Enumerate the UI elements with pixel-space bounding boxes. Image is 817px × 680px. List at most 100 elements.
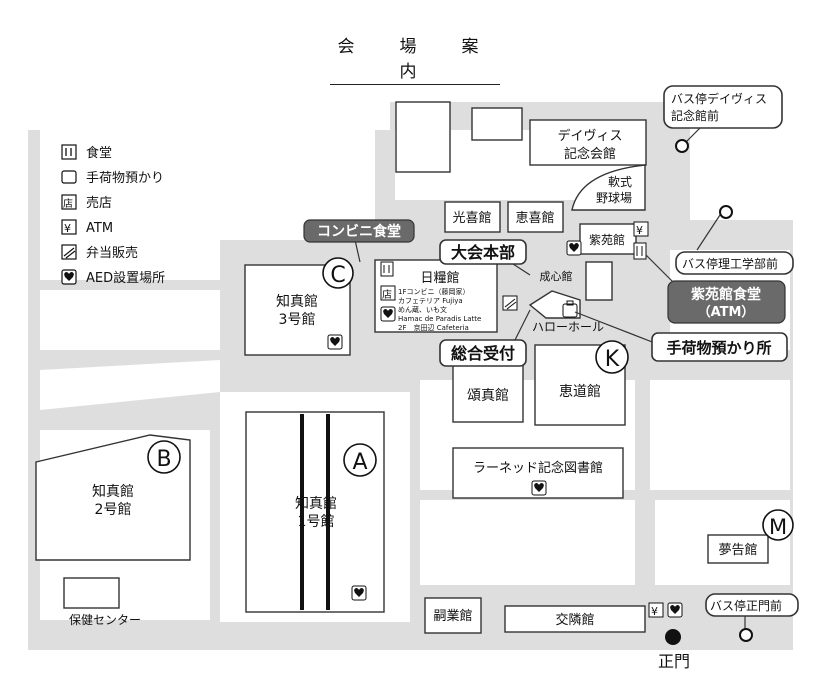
building-block-a — [395, 101, 451, 173]
callout-conveni-label: コンビニ食堂 — [317, 223, 401, 240]
label-keiki: 恵喜館 — [515, 211, 554, 226]
callout-tenimotsu-box — [651, 332, 788, 362]
label-daivis-2: 記念会館 — [564, 146, 616, 162]
store-icon — [61, 194, 77, 210]
zone-a-circle — [343, 443, 377, 477]
svg-text:¥: ¥ — [651, 605, 658, 618]
label-shigyou: 嗣業館 — [433, 608, 472, 624]
main-gate-marker[interactable] — [665, 629, 681, 645]
restaurant-icon — [380, 261, 394, 277]
legend-label-store: 売店 — [86, 195, 112, 211]
label-chishin1-2: 1号館 — [298, 513, 335, 530]
svg-text:店: 店 — [382, 288, 392, 301]
building-shoshin[interactable] — [452, 364, 524, 423]
label-chishin2-1: 知真館 — [92, 483, 134, 500]
callouts: コンビニ食堂 大会本部 総合受付 紫苑館食堂 （ATM） 手荷物預かり所 — [303, 219, 788, 367]
callout-tenimotsu-label: 手荷物預かり所 — [666, 339, 771, 357]
legend: 食堂 手荷物預かり 店 売店 ¥ ATM 弁当販売 AED設置場所 — [61, 144, 165, 286]
building-chishin1[interactable] — [245, 411, 385, 613]
bus-stop-daivis-box — [663, 85, 783, 129]
luggage-icon — [61, 170, 77, 184]
bus-stop-daivis-marker[interactable] — [675, 139, 689, 153]
yen-icon — [61, 219, 77, 235]
label-chishin2-2: 2号館 — [95, 501, 132, 518]
building-shien[interactable] — [579, 223, 637, 255]
label-nikkou: 日糧館 — [420, 271, 459, 286]
bus-stop-riko-box — [675, 251, 794, 275]
bento-icon — [502, 295, 518, 311]
restaurant-icon — [633, 242, 647, 260]
zone-a-label: A — [352, 450, 367, 475]
label-hoken: 保健センター — [69, 613, 141, 627]
aed-icon — [566, 240, 582, 256]
callout-honbu-label: 大会本部 — [451, 243, 515, 262]
nikkou-info-3: めん蔵、いも文 — [398, 305, 447, 314]
bus-stop-daivis-label-2: 記念館前 — [671, 108, 719, 123]
callout-conveni-box — [303, 219, 415, 243]
callout-uketsuke-label: 総合受付 — [451, 344, 515, 363]
zone-b-circle — [147, 440, 181, 474]
label-chishin1-1: 知真館 — [295, 495, 337, 512]
aed-icon — [351, 585, 367, 601]
building-softball[interactable] — [571, 164, 646, 211]
callout-shien-shokudo-label-2: （ATM） — [698, 304, 755, 320]
zone-k-label: K — [605, 347, 620, 372]
legend-label-luggage: 手荷物預かり — [86, 171, 164, 186]
main-gate-label: 正門 — [658, 652, 690, 671]
nikkou-info-5: 2F 京田辺 Cafeteria — [398, 323, 469, 332]
nikkou-info-1: 1Fコンビニ（藤岡家） — [398, 287, 469, 296]
building-labels: デイヴィス 記念会館 軟式 野球場 光喜館 恵喜館 紫苑館 知真館 3号館 日糧… — [69, 128, 758, 628]
svg-text:¥: ¥ — [636, 224, 643, 237]
label-chishin3-2: 3号館 — [279, 311, 316, 328]
label-learned: ラーネッド記念図書館 — [473, 460, 603, 476]
building-kouki[interactable] — [444, 201, 501, 233]
label-seishin: 成心館 — [540, 269, 573, 283]
label-mukoku: 夢告館 — [718, 543, 757, 558]
label-hello-hall: ハローホール — [532, 320, 604, 334]
zone-c-label: C — [330, 263, 345, 288]
label-softball-2: 野球場 — [596, 191, 632, 205]
yen-icon-glyph: ¥ — [64, 222, 71, 235]
legend-label-bento: 弁当販売 — [86, 245, 138, 261]
label-daivis-1: デイヴィス — [557, 128, 622, 144]
label-chishin3-1: 知真館 — [276, 293, 318, 310]
bus-stop-riko-label: バス停理工学部前 — [682, 256, 778, 271]
aed-icon — [380, 306, 396, 322]
zone-k-circle — [595, 340, 629, 374]
callout-honbu-box — [439, 239, 527, 265]
bus-stop-seimon-marker[interactable] — [739, 628, 753, 642]
callout-shien-shokudo-box — [667, 280, 786, 324]
aed-icon — [667, 602, 683, 618]
bus-stop-riko-marker[interactable] — [719, 205, 733, 219]
nikkou-info-4: Hamac de Paradis Latte — [398, 315, 481, 323]
callout-uketsuke-box — [439, 339, 527, 367]
store-icon-glyph: 店 — [63, 197, 73, 210]
legend-label-atm: ATM — [86, 221, 113, 236]
yen-icon: ¥ — [633, 221, 649, 237]
yen-icon: ¥ — [648, 602, 664, 618]
building-daivis[interactable] — [529, 119, 647, 166]
legend-label-restaurant: 食堂 — [86, 145, 112, 161]
leader-lines — [354, 127, 746, 630]
building-mukoku[interactable] — [707, 534, 769, 564]
building-keiki[interactable] — [507, 201, 564, 233]
building-shien-annex — [585, 261, 613, 301]
bus-stop-seimon-label: バス停正門前 — [710, 598, 782, 613]
zone-markers: C B A K M — [147, 257, 794, 541]
label-kourin: 交隣館 — [555, 612, 594, 628]
restaurant-icon — [61, 144, 77, 160]
label-kouki: 光喜館 — [452, 211, 491, 226]
label-keidou: 恵道館 — [559, 383, 601, 400]
building-kourin[interactable] — [504, 605, 646, 633]
building-shigyou[interactable] — [424, 597, 482, 634]
callout-shien-shokudo-label-1: 紫苑館食堂 — [691, 286, 761, 303]
label-softball-1: 軟式 — [608, 174, 632, 189]
building-hoken[interactable] — [63, 577, 120, 609]
bus-stop-daivis-label-1: バス停デイヴィス — [671, 91, 767, 106]
label-shien: 紫苑館 — [589, 232, 625, 247]
building-block-b — [471, 107, 523, 141]
store-icon: 店 — [380, 285, 396, 301]
buildings — [35, 101, 769, 634]
zone-c-circle — [322, 257, 354, 289]
bus-stops: バス停デイヴィス 記念館前 バス停理工学部前 バス停正門前 — [663, 85, 799, 642]
